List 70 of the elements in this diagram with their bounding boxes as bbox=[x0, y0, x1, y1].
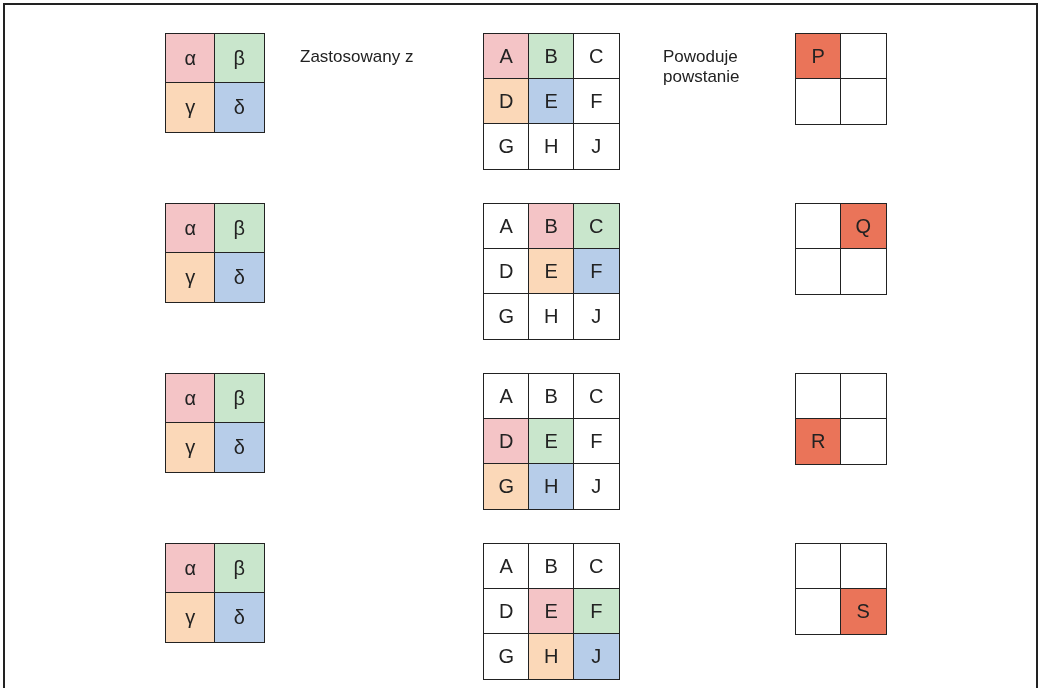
grid-cell: B bbox=[528, 373, 575, 420]
grid-cell: F bbox=[573, 418, 620, 465]
grid-cell: D bbox=[483, 78, 530, 125]
grid-cell: δ bbox=[214, 592, 265, 643]
grid-cell: α bbox=[165, 33, 216, 84]
grid-cell: B bbox=[528, 203, 575, 250]
grid-cell: C bbox=[573, 33, 620, 80]
grid-cell: γ bbox=[165, 592, 216, 643]
grid-cell: δ bbox=[214, 82, 265, 133]
grid bbox=[165, 543, 263, 641]
grid-cell: F bbox=[573, 78, 620, 125]
grid-cell: F bbox=[573, 588, 620, 635]
grid bbox=[483, 543, 618, 678]
grid-cell: C bbox=[573, 203, 620, 250]
grid bbox=[483, 203, 618, 338]
grid-cell: A bbox=[483, 543, 530, 590]
grid-cell: β bbox=[214, 203, 265, 254]
grid bbox=[795, 543, 885, 633]
grid bbox=[795, 33, 885, 123]
grid-cell: B bbox=[528, 33, 575, 80]
grid bbox=[483, 373, 618, 508]
grid-cell: γ bbox=[165, 422, 216, 473]
grid-cell: β bbox=[214, 543, 265, 594]
grid-cell: Q bbox=[840, 203, 887, 250]
grid-cell: δ bbox=[214, 252, 265, 303]
grid-cell: R bbox=[795, 418, 842, 465]
grid-cell: β bbox=[214, 33, 265, 84]
grid-cell: α bbox=[165, 203, 216, 254]
grid-cell: J bbox=[573, 123, 620, 170]
grid-cell: C bbox=[573, 543, 620, 590]
grid-cell: C bbox=[573, 373, 620, 420]
grid bbox=[795, 203, 885, 293]
grid-cell: F bbox=[573, 248, 620, 295]
grid-cell: E bbox=[528, 78, 575, 125]
grid bbox=[795, 373, 885, 463]
grid-cell: H bbox=[528, 463, 575, 510]
grid bbox=[483, 33, 618, 168]
grid-cell: G bbox=[483, 123, 530, 170]
grid bbox=[165, 33, 263, 131]
grid-cell: J bbox=[573, 293, 620, 340]
grid-cell: α bbox=[165, 543, 216, 594]
grid-cell: G bbox=[483, 463, 530, 510]
grid-cell: G bbox=[483, 633, 530, 680]
grid-cell: γ bbox=[165, 252, 216, 303]
grid-cell: S bbox=[840, 588, 887, 635]
grid bbox=[165, 203, 263, 301]
grid-cell: H bbox=[528, 633, 575, 680]
grid-cell: A bbox=[483, 33, 530, 80]
grid-cell: J bbox=[573, 633, 620, 680]
grid-cell: D bbox=[483, 588, 530, 635]
grid-cell: G bbox=[483, 293, 530, 340]
grid-cell: A bbox=[483, 373, 530, 420]
grid-cell: E bbox=[528, 248, 575, 295]
grid-cell: H bbox=[528, 123, 575, 170]
grid-cell: H bbox=[528, 293, 575, 340]
grid-cell: P bbox=[795, 33, 842, 80]
grid-cell: γ bbox=[165, 82, 216, 133]
grid-cell: D bbox=[483, 248, 530, 295]
grid-cell: δ bbox=[214, 422, 265, 473]
caption-text: Zastosowany z bbox=[300, 47, 415, 68]
grid-cell: E bbox=[528, 588, 575, 635]
grid-cell: D bbox=[483, 418, 530, 465]
caption-text: Powoduje powstanie bbox=[663, 47, 741, 88]
grid-cell: A bbox=[483, 203, 530, 250]
grid-cell: α bbox=[165, 373, 216, 424]
grid-cell: β bbox=[214, 373, 265, 424]
grid bbox=[165, 373, 263, 471]
grid-cell: B bbox=[528, 543, 575, 590]
grid-cell: J bbox=[573, 463, 620, 510]
grid-cell: E bbox=[528, 418, 575, 465]
